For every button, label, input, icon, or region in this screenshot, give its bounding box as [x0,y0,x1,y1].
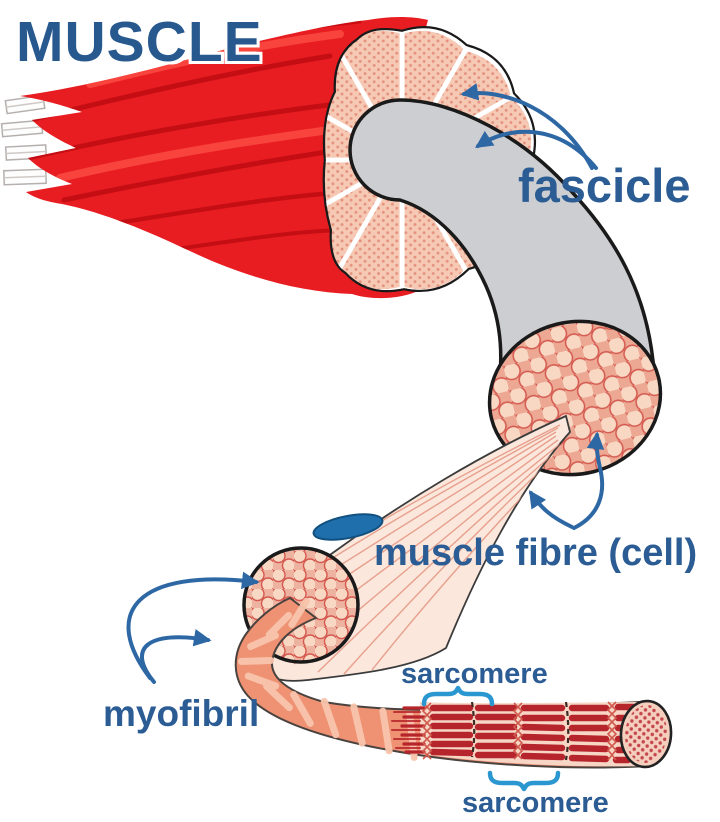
label-sarcomere-bottom: sarcomere [462,787,609,819]
sarcomere-brace-bottom [487,770,561,792]
label-myofibril: myofibril [103,693,260,734]
myofibril-arrow-to-strand [140,629,212,684]
sarcomere-brace-top [421,685,495,707]
page-title: MUSCLE [16,10,263,74]
label-muscle-fibre: muscle fibre (cell) [374,532,698,574]
arrows [126,83,605,684]
braces [421,685,561,792]
sarcomere-band [391,701,648,767]
label-sarcomere-top: sarcomere [401,658,548,690]
fibre-arrow-to-strand [529,490,574,529]
myofibril-strand [234,596,673,769]
myofibril-arrow-to-circle [126,571,260,680]
z-line-zigzags [421,701,618,761]
nucleus [312,513,384,541]
tendon-strips [0,94,48,186]
fascicle-arrow-to-wedge [460,83,594,170]
fascicle-arrow-to-tube [475,129,598,170]
fibre-arrow-to-cross-section [572,431,605,530]
label-fascicle: fascicle [518,159,691,212]
sarcomere-end-cap [619,699,673,769]
m-lines [470,701,570,761]
